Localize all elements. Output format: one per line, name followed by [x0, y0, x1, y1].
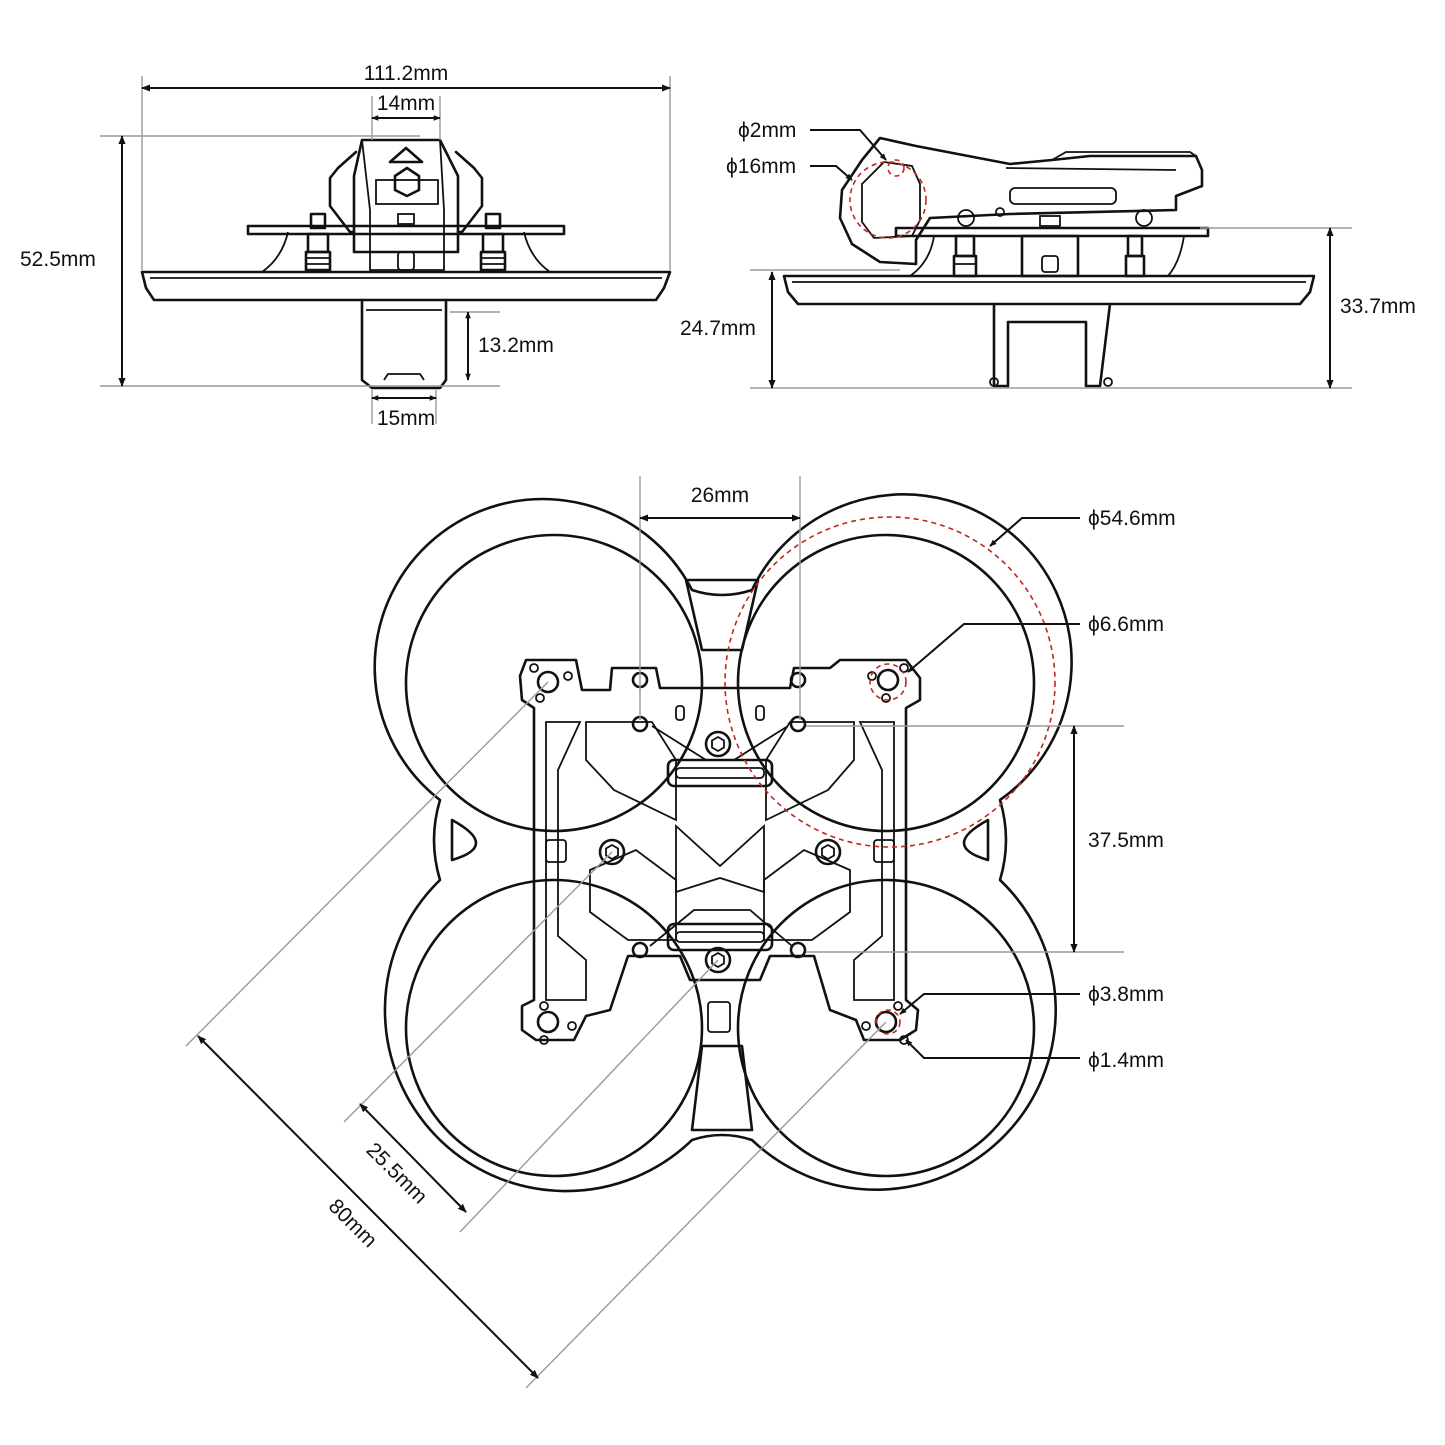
top-diag-inner-label: 25.5mm — [362, 1138, 432, 1208]
side-lower-height-label: 24.7mm — [680, 317, 756, 340]
top-duct-label: ϕ54.6mm — [1088, 507, 1176, 530]
duct-rear-left — [404, 878, 704, 1178]
duct-rear-right — [736, 878, 1036, 1178]
front-bottom-height-label: 13.2mm — [478, 334, 554, 357]
duct-outer-outline — [373, 493, 1073, 1193]
side-hole-small-label: ϕ2mm — [738, 119, 796, 142]
duct-front-right — [736, 533, 1036, 833]
side-hole-small-marker — [887, 159, 905, 177]
side-view: ϕ2mm ϕ16mm 24.7mm 33.7mm — [680, 119, 1416, 389]
side-height-label: 33.7mm — [1340, 295, 1416, 318]
top-small-hole-label: ϕ1.4mm — [1088, 1049, 1164, 1072]
top-motor-center-marker — [869, 663, 907, 701]
front-view: 111.2mm 14mm 52.5mm 13.2mm 15mm — [20, 62, 672, 430]
top-width-label: 26mm — [691, 484, 749, 507]
main-plate — [518, 658, 922, 1042]
front-width-label: 111.2mm — [364, 62, 448, 85]
top-duct-marker — [724, 516, 1056, 848]
front-standoff-left — [304, 212, 332, 272]
top-diag-outer-label: 80mm — [324, 1195, 382, 1253]
side-hole-large-label: ϕ16mm — [726, 155, 796, 178]
front-top-label: 14mm — [377, 92, 435, 115]
top-view: 26mm ϕ54.6mm ϕ6.6mm 37.5mm ϕ3.8mm ϕ1.4mm… — [185, 476, 1176, 1389]
top-motor-hole-marker — [875, 1009, 901, 1035]
side-hole-large-marker — [849, 161, 927, 239]
top-motor-hole-label: ϕ3.8mm — [1088, 983, 1164, 1006]
front-height-label: 52.5mm — [20, 248, 96, 271]
duct-front-left — [404, 533, 704, 833]
front-bottom-width-label: 15mm — [377, 407, 435, 430]
front-standoff-right — [479, 212, 507, 272]
top-spacing-label: 37.5mm — [1088, 829, 1164, 852]
top-motor-center-label: ϕ6.6mm — [1088, 613, 1164, 636]
